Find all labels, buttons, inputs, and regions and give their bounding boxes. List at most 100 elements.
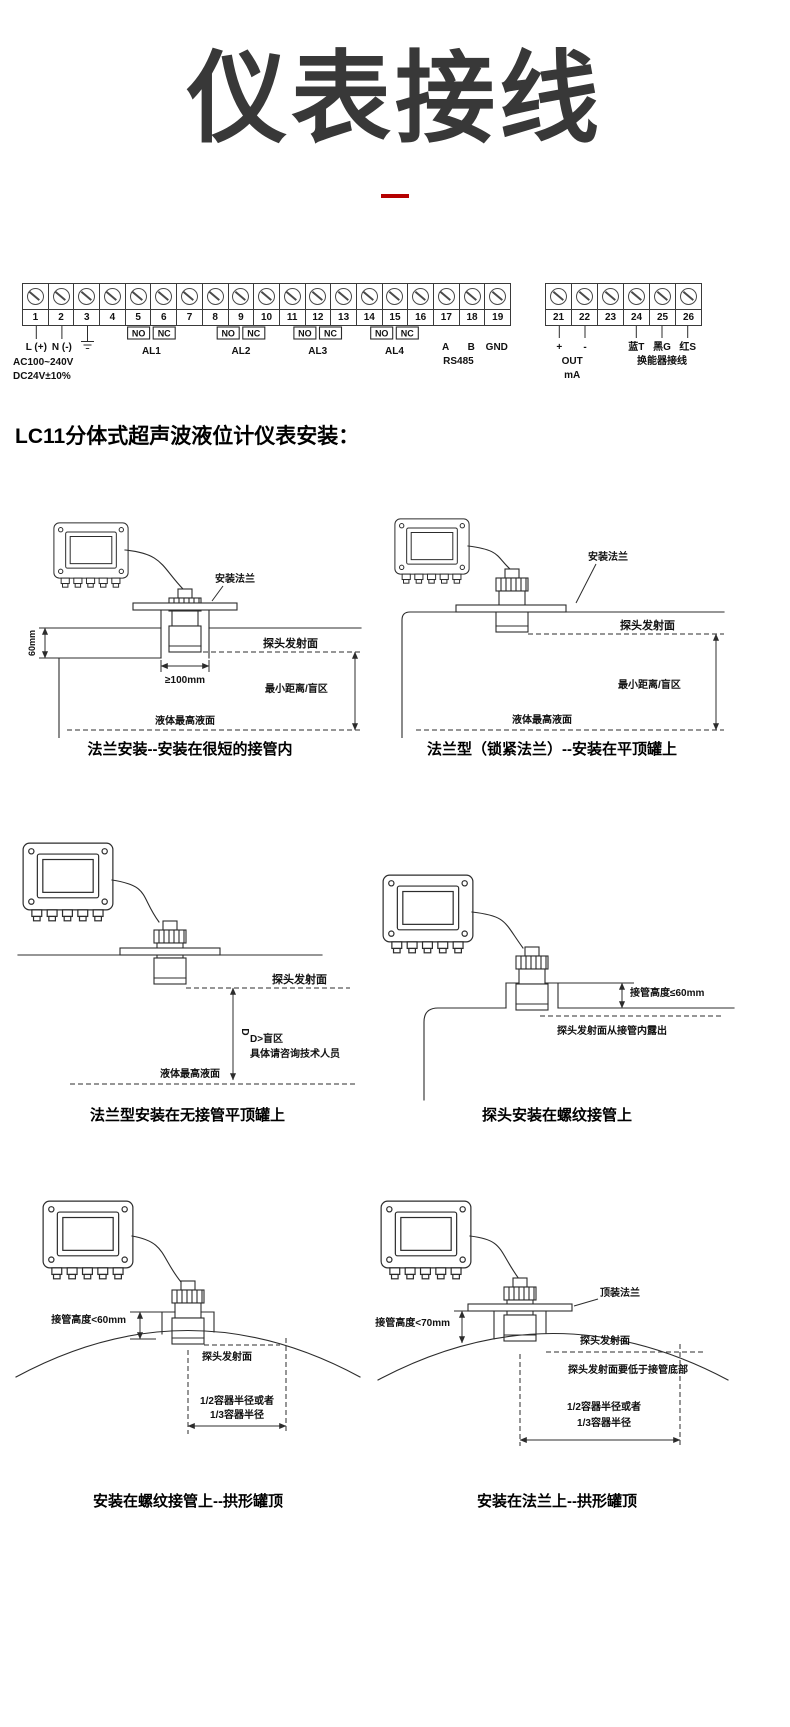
terminal-number: 11 xyxy=(286,312,298,323)
label-blind-zone: 最小距离/盲区 xyxy=(618,678,681,691)
page-title: 仪表接线 xyxy=(187,43,603,155)
label-ma: mA xyxy=(564,370,580,381)
diagram-caption: 法兰型安装在无接管平顶罐上 xyxy=(89,1107,285,1124)
label-a: A xyxy=(442,342,449,353)
diagram-threaded-arched-roof: 接管高度<60mm 探头发射面 1/2容器半径或者 1/3容器半径 xyxy=(15,1200,361,1434)
terminal-cell: 8 xyxy=(202,284,229,325)
terminal-cell: 22 xyxy=(572,284,598,325)
label-neutral: N (-) xyxy=(52,342,72,353)
terminal-number: 1 xyxy=(32,312,39,323)
label-red-s: 红S xyxy=(679,340,696,353)
label-max-liquid: 液体最高液面 xyxy=(155,714,215,727)
terminal-cell: 25 xyxy=(650,284,676,325)
terminal-cell: 18 xyxy=(459,284,486,325)
terminal-number: 16 xyxy=(415,312,427,323)
svg-text:安装法兰: 安装法兰 xyxy=(215,572,255,585)
probe-sensor xyxy=(171,1280,205,1345)
label-max-liquid: 液体最高液面 xyxy=(160,1067,220,1080)
controller-box xyxy=(53,522,129,588)
terminal-cell: 16 xyxy=(408,284,434,325)
label-blind-zone: 最小距离/盲区 xyxy=(265,682,328,695)
label-supply-2: DC24V±10% xyxy=(13,371,71,382)
terminal-strip-main: 1 2 3 4 5 6 xyxy=(22,283,511,326)
diagram-flange-short-nozzle: 60mm ≥100mm 安装法兰 探头发射面 最小距离/盲区 液体最高液面 xyxy=(27,522,362,738)
label-probe-face: 探头发射面 xyxy=(580,1334,630,1347)
screw-terminal-icon xyxy=(650,284,675,310)
dim-radius: 1/2容器半径或者 1/3容器半径 xyxy=(519,1344,681,1448)
screw-terminal-icon xyxy=(125,284,151,310)
screw-terminal-icon xyxy=(382,284,408,310)
relay-al4: NO NC AL4 xyxy=(370,326,419,357)
screw-terminal-icon xyxy=(74,284,100,310)
label-b: B xyxy=(468,342,475,353)
label-no: NO xyxy=(132,329,146,339)
label-out: OUT xyxy=(562,356,583,367)
terminal-number: 24 xyxy=(630,312,643,323)
terminal-cell: 15 xyxy=(382,284,409,325)
label-probe-face: 探头发射面 xyxy=(263,636,318,650)
output-labels: + - OUT mA xyxy=(556,326,587,381)
dim-blind-zone: 最小距离/盲区 xyxy=(265,651,359,731)
terminal-number: 18 xyxy=(466,312,478,323)
label-radius-2: 1/3容器半径 xyxy=(577,1416,631,1429)
label-blue-t: 蓝T xyxy=(628,340,644,353)
screw-terminal-icon xyxy=(356,284,382,310)
label-relay: AL3 xyxy=(308,346,327,357)
terminal-number: 22 xyxy=(578,312,591,323)
tank-structure xyxy=(15,1311,361,1378)
terminal-cell: 2 xyxy=(48,284,75,325)
label-max-liquid: 液体最高液面 xyxy=(512,713,572,726)
section-title: LC11分体式超声波液位计仪表安装： xyxy=(15,425,360,448)
terminal-cell: 10 xyxy=(254,284,280,325)
screw-terminal-icon xyxy=(228,284,254,310)
label-probe-face: 探头发射面 xyxy=(272,972,327,986)
terminal-cell: 11 xyxy=(279,284,306,325)
terminal-number: 15 xyxy=(389,312,401,323)
dim-blind-zone: 最小距离/盲区 xyxy=(618,633,720,731)
relay-al2: NO NC AL2 xyxy=(216,326,266,357)
label-nozzle-height: 接管高度≤60mm xyxy=(630,986,705,999)
mounting-flange xyxy=(467,1303,573,1312)
mounting-flange xyxy=(132,602,238,611)
screw-terminal-icon xyxy=(254,284,279,310)
terminal-number: 26 xyxy=(682,312,695,323)
probe-sensor xyxy=(168,588,202,653)
screw-terminal-icon xyxy=(408,284,433,310)
screw-terminal-icon xyxy=(151,284,177,310)
rs485-labels: A B RS485 GND xyxy=(442,342,508,367)
screw-terminal-icon xyxy=(331,284,356,310)
label-relay: AL2 xyxy=(232,346,251,357)
diagram-flange-no-nozzle: 探头发射面 D D>盲区 具体请咨询技术人员 液体最高液面 xyxy=(17,842,355,1085)
label-nc: NC xyxy=(247,329,260,339)
tank-structure xyxy=(401,611,725,738)
tank-structure xyxy=(423,982,735,1101)
label-nozzle-height: 接管高度<60mm xyxy=(51,1313,126,1326)
terminal-cell: 4 xyxy=(100,284,126,325)
dim-nozzle-height: 60mm xyxy=(27,627,59,659)
terminal-number: 7 xyxy=(186,312,193,323)
terminal-cell: 1 xyxy=(23,284,49,325)
label-minus: - xyxy=(583,342,586,353)
screw-terminal-icon xyxy=(572,284,597,310)
terminal-cell: 19 xyxy=(485,284,511,325)
screw-terminal-icon xyxy=(676,284,701,310)
terminal-number: 9 xyxy=(238,312,244,323)
controller-box xyxy=(394,518,470,584)
svg-text:安装法兰: 安装法兰 xyxy=(588,550,628,563)
dim-nozzle-width: ≥100mm xyxy=(160,660,210,686)
label-relay: AL4 xyxy=(385,346,404,357)
screw-terminal-icon xyxy=(305,284,331,310)
label-mounting-flange: 安装法兰 xyxy=(575,550,628,604)
label-radius-1: 1/2容器半径或者 xyxy=(567,1400,641,1413)
terminal-number: 10 xyxy=(260,312,273,323)
diagram-threaded-nozzle: 接管高度≤60mm 探头发射面从接管内露出 xyxy=(382,874,735,1101)
label-transducer-wiring: 换能器接线 xyxy=(637,354,687,367)
relay-al3: NO NC AL3 xyxy=(293,326,343,357)
probe-sensor xyxy=(495,568,529,633)
label-nc: NC xyxy=(158,329,171,339)
terminal-cell: 24 xyxy=(624,284,650,325)
terminal-number: 19 xyxy=(492,312,504,323)
terminal-cell: 3 xyxy=(74,284,101,325)
ground-icon xyxy=(81,326,94,349)
